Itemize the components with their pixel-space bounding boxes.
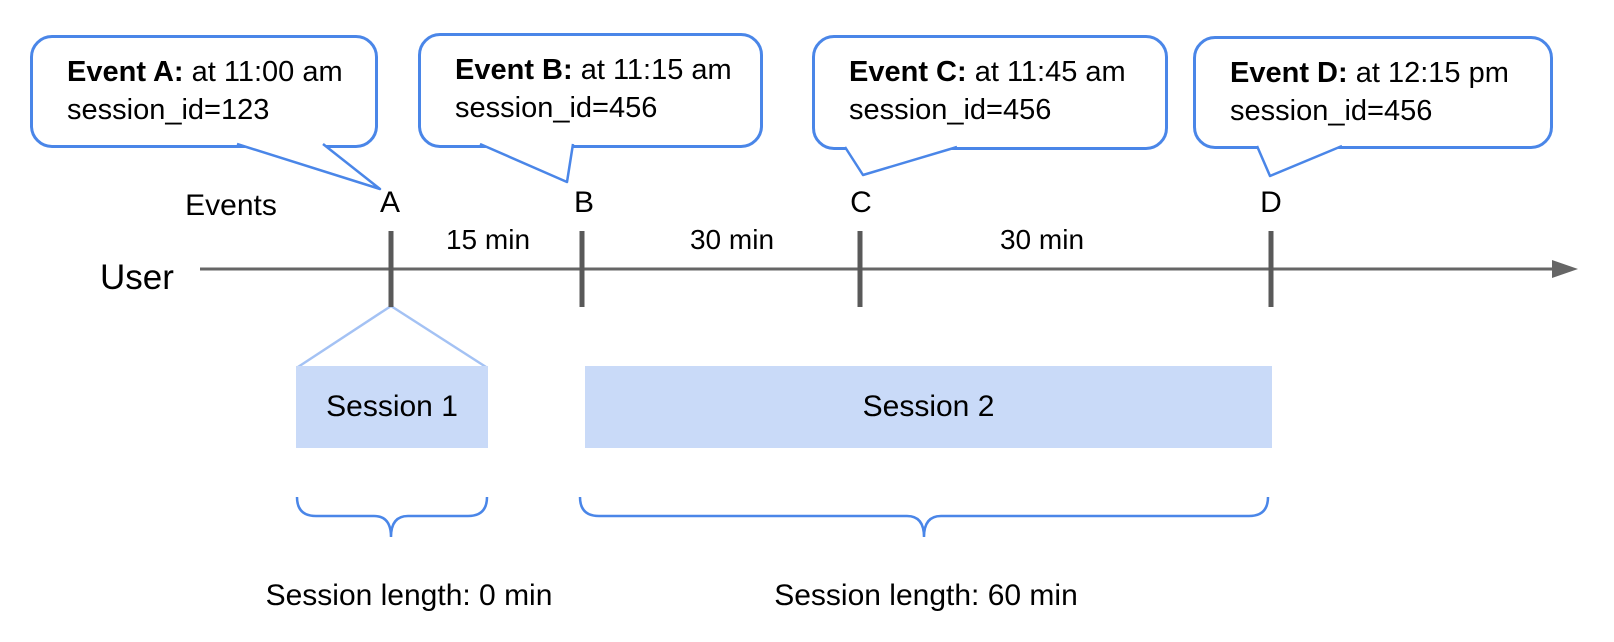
session1-brace <box>295 496 489 538</box>
event-marker-d: D <box>1260 186 1282 219</box>
fan-line-right <box>390 304 487 369</box>
interval-a-b-label: 15 min <box>445 224 531 255</box>
event-a-callout-tail <box>236 142 382 191</box>
session2-box: Session 2 <box>585 366 1272 448</box>
events-row-label: Events <box>185 189 277 222</box>
event-marker-b: B <box>573 186 595 219</box>
event-a-time: at 11:00 am <box>183 56 343 88</box>
event-c-time: at 11:45 am <box>966 56 1126 88</box>
event-a-title: Event A: <box>67 56 184 88</box>
session1-length-label: Session length: 0 min <box>265 579 553 612</box>
event-a-callout-line1: Event A: at 11:00 am <box>67 53 365 91</box>
session2-length-label: Session length: 60 min <box>774 579 1078 612</box>
event-b-callout-tail <box>479 142 575 184</box>
event-c-session-id: session_id=456 <box>849 94 1052 126</box>
event-b-session-id: session_id=456 <box>455 92 658 124</box>
interval-c-d-label: 30 min <box>999 224 1085 255</box>
event-marker-c: C <box>850 186 872 219</box>
event-c-title: Event C: <box>849 56 967 88</box>
event-d-callout-line1: Event D: at 12:15 pm <box>1230 54 1540 92</box>
event-b-callout: Event B: at 11:15 am session_id=456 <box>418 33 763 148</box>
event-b-callout-line1: Event B: at 11:15 am <box>455 51 750 89</box>
session2-label: Session 2 <box>862 390 995 423</box>
fan-line-left <box>297 304 392 369</box>
event-d-time: at 12:15 pm <box>1347 57 1509 89</box>
event-d-session-id: session_id=456 <box>1230 95 1433 127</box>
event-c-callout-line1: Event C: at 11:45 am <box>849 53 1155 91</box>
session2-brace <box>578 496 1270 538</box>
event-b-title: Event B: <box>455 54 573 86</box>
event-marker-a: A <box>379 186 401 219</box>
event-b-time: at 11:15 am <box>572 54 732 86</box>
event-a-session-id: session_id=123 <box>67 94 270 126</box>
interval-b-c-label: 30 min <box>689 224 775 255</box>
user-axis-label: User <box>100 258 174 297</box>
event-d-title: Event D: <box>1230 57 1348 89</box>
event-c-callout-tail <box>843 145 958 177</box>
event-a-callout: Event A: at 11:00 am session_id=123 <box>30 35 378 148</box>
session1-label: Session 1 <box>326 390 458 423</box>
session1-box: Session 1 <box>296 366 488 448</box>
event-c-callout: Event C: at 11:45 am session_id=456 <box>812 35 1168 150</box>
event-d-callout: Event D: at 12:15 pm session_id=456 <box>1193 36 1553 149</box>
timeline-arrowhead-icon <box>1552 260 1578 278</box>
event-d-callout-tail <box>1255 144 1343 178</box>
